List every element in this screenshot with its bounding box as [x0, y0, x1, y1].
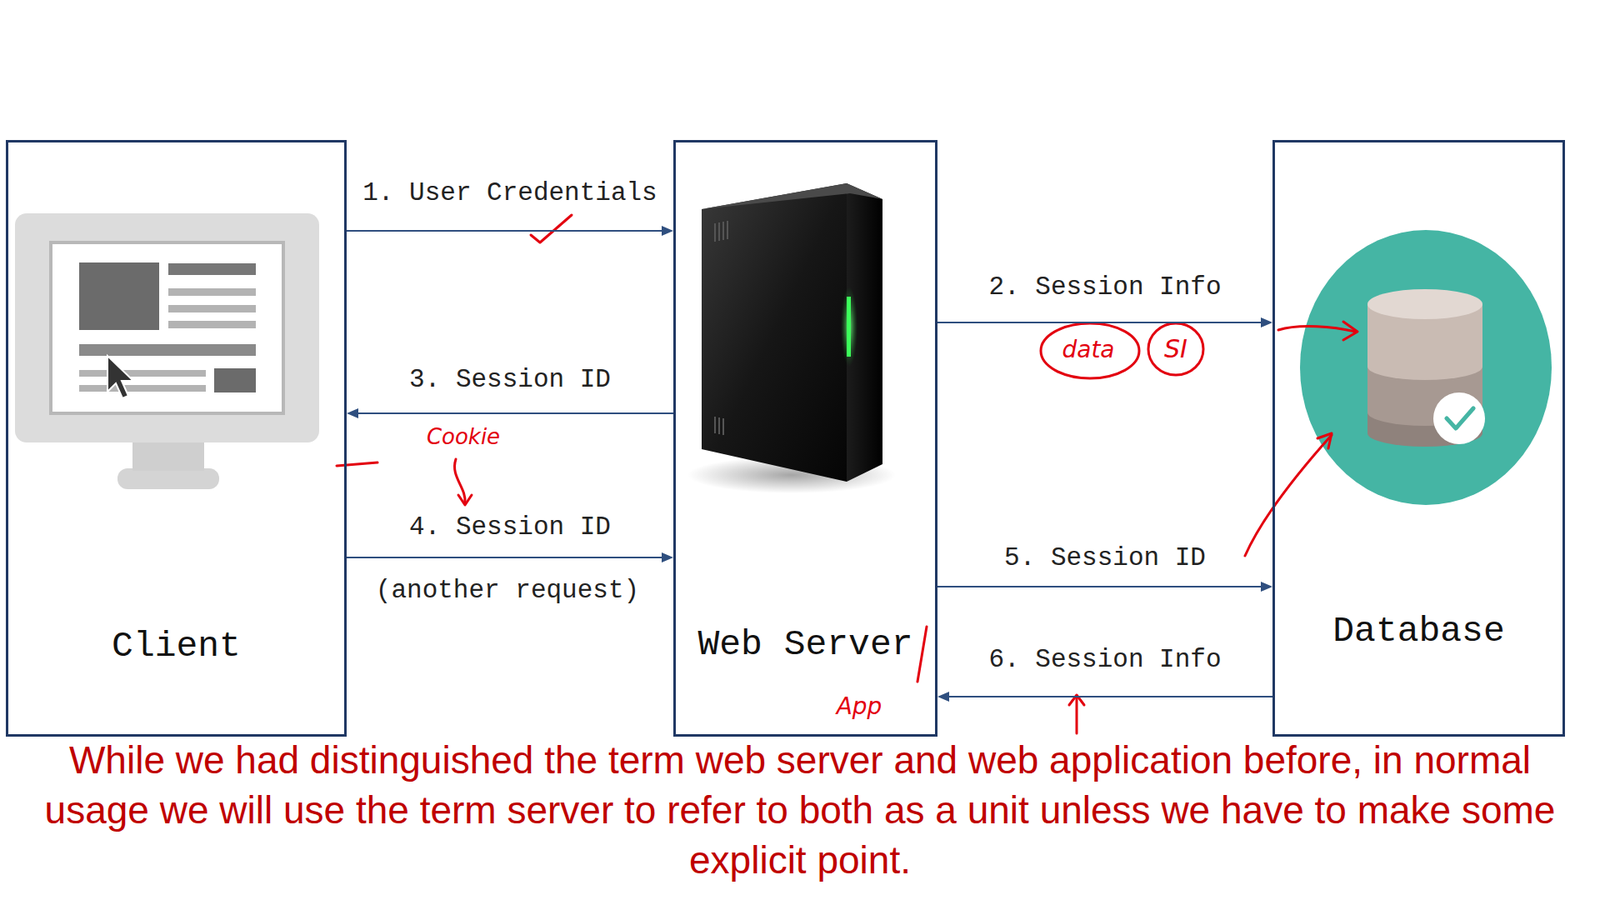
edge-label: 1. User Credentials	[362, 177, 657, 210]
pen-stroke	[917, 626, 927, 682]
status-led	[846, 296, 851, 357]
screen-block	[214, 368, 256, 393]
screen-line	[168, 305, 256, 313]
node-label: Web Server	[675, 624, 935, 666]
tower-front	[701, 183, 847, 482]
tower-top	[701, 183, 883, 210]
monitor-neck	[132, 440, 205, 471]
annotations	[336, 215, 1358, 734]
edge-label: 6. Session Info	[988, 644, 1221, 676]
handwritten-note: Cookie	[426, 424, 500, 450]
arrow-head	[661, 552, 674, 563]
database-icon	[1300, 230, 1552, 505]
arrow-head	[1317, 433, 1332, 449]
connector-arrow	[937, 581, 1273, 592]
screen-line	[79, 370, 206, 377]
arrow-head	[1343, 321, 1358, 340]
annotation-arrow	[1245, 435, 1332, 556]
monitor-screen	[50, 242, 284, 414]
handwritten-note: SI	[1164, 334, 1188, 365]
edge-label: 4. Session ID	[409, 511, 611, 544]
edge-label: 2. Session Info	[988, 271, 1221, 304]
edge-note: (another request)	[375, 575, 640, 606]
connector-line	[356, 412, 674, 415]
node-label: Client	[8, 625, 345, 668]
caption-text: While we had distinguished the term web …	[33, 735, 1567, 885]
server-icon	[687, 183, 896, 494]
arrow-head	[1260, 317, 1273, 328]
connector-arrow	[346, 225, 674, 236]
screen-bar	[79, 344, 256, 356]
led-glow	[840, 286, 858, 367]
connector-arrow	[346, 552, 674, 563]
connector-line	[346, 556, 664, 559]
node-label: Database	[1275, 610, 1563, 653]
monitor-base	[117, 468, 220, 490]
database-box: Database	[1272, 140, 1565, 737]
cylinder-top	[1367, 289, 1483, 320]
monitor-frame	[15, 213, 320, 443]
screen-line	[79, 385, 206, 392]
screen-line	[168, 320, 256, 329]
mouse-cursor	[107, 355, 134, 399]
arrow-head	[661, 225, 674, 236]
edge-label: 5. Session ID	[1004, 542, 1206, 575]
connector-line	[947, 695, 1273, 698]
arrow-head	[937, 691, 950, 702]
annotation-arrow	[1075, 696, 1079, 734]
edge-label: 3. Session ID	[409, 364, 611, 396]
connector-arrow	[937, 317, 1273, 328]
check-mark	[1446, 408, 1474, 429]
handwritten-note: data	[1061, 335, 1115, 365]
handwritten-note: App	[836, 692, 883, 721]
tick-mark	[530, 215, 572, 243]
arrow-head	[346, 408, 359, 419]
tower-vents	[715, 220, 728, 435]
connector-line	[937, 585, 1263, 588]
client-box: Client	[5, 140, 347, 737]
screen-image	[79, 262, 160, 330]
annotation-circle	[1040, 323, 1140, 379]
connector-line	[937, 321, 1263, 324]
annotation-circle	[1148, 323, 1204, 375]
screen-line	[168, 288, 256, 296]
connector-arrow	[346, 408, 674, 419]
screen-line	[168, 263, 256, 275]
monitor-icon	[15, 213, 320, 490]
annotation-arrow	[1278, 326, 1356, 332]
pen-stroke	[336, 462, 378, 466]
connector-line	[346, 230, 664, 232]
connector-arrow	[937, 691, 1273, 702]
arrow-head	[458, 495, 472, 505]
server-box: Web Server	[673, 140, 938, 737]
check-badge	[1433, 392, 1485, 445]
arrow-head	[1260, 581, 1273, 592]
database-disc	[1300, 230, 1552, 505]
